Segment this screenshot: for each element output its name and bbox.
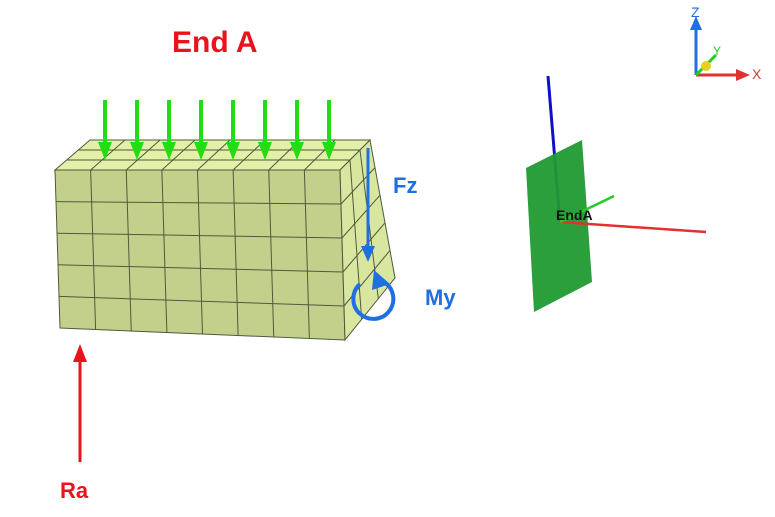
mesh-line <box>55 201 342 205</box>
load-arrow-head <box>322 142 336 160</box>
mesh-line <box>349 159 363 320</box>
reaction-ra-label: Ra <box>60 478 89 503</box>
end-plane <box>526 140 592 312</box>
mesh-line <box>232 169 239 336</box>
mesh-line <box>125 139 161 171</box>
force-fz-label: Fz <box>393 173 417 198</box>
distributed-load-arrows <box>98 100 336 160</box>
mesh-line <box>161 169 168 333</box>
mesh-line <box>303 169 310 339</box>
mesh-line <box>90 139 126 171</box>
mesh-line <box>56 232 343 239</box>
end-plane-label: EndA <box>556 207 593 223</box>
title-label: End A <box>172 26 258 59</box>
load-arrow-head <box>290 142 304 160</box>
force-fz-arrow <box>361 148 375 262</box>
mesh-line <box>57 264 344 273</box>
end-plane-coordinate-system: EndA <box>526 75 707 312</box>
mesh-line <box>197 139 231 171</box>
mesh-block <box>53 138 396 342</box>
triad-z-label: Z <box>691 4 700 20</box>
load-arrow-head <box>162 142 176 160</box>
mesh-line <box>161 139 196 171</box>
load-arrow-head <box>130 142 144 160</box>
load-arrow-head <box>258 142 272 160</box>
mesh-line <box>268 169 275 338</box>
moment-my-icon <box>351 270 396 321</box>
mesh-line <box>197 169 203 335</box>
global-axis-triad: Z Y X <box>690 4 762 82</box>
reaction-ra-arrow <box>73 344 87 462</box>
triad-y-label: Y <box>713 44 721 58</box>
load-arrow-head <box>226 142 240 160</box>
mesh-line <box>125 169 132 332</box>
mesh-line <box>90 169 97 330</box>
mesh-grid-lines <box>55 139 391 339</box>
moment-my-label: My <box>425 285 456 310</box>
mesh-line <box>341 194 381 239</box>
mesh-line <box>58 295 345 307</box>
load-arrow-head <box>194 142 208 160</box>
triad-x-label: X <box>752 66 762 82</box>
load-arrow-head <box>98 142 112 160</box>
